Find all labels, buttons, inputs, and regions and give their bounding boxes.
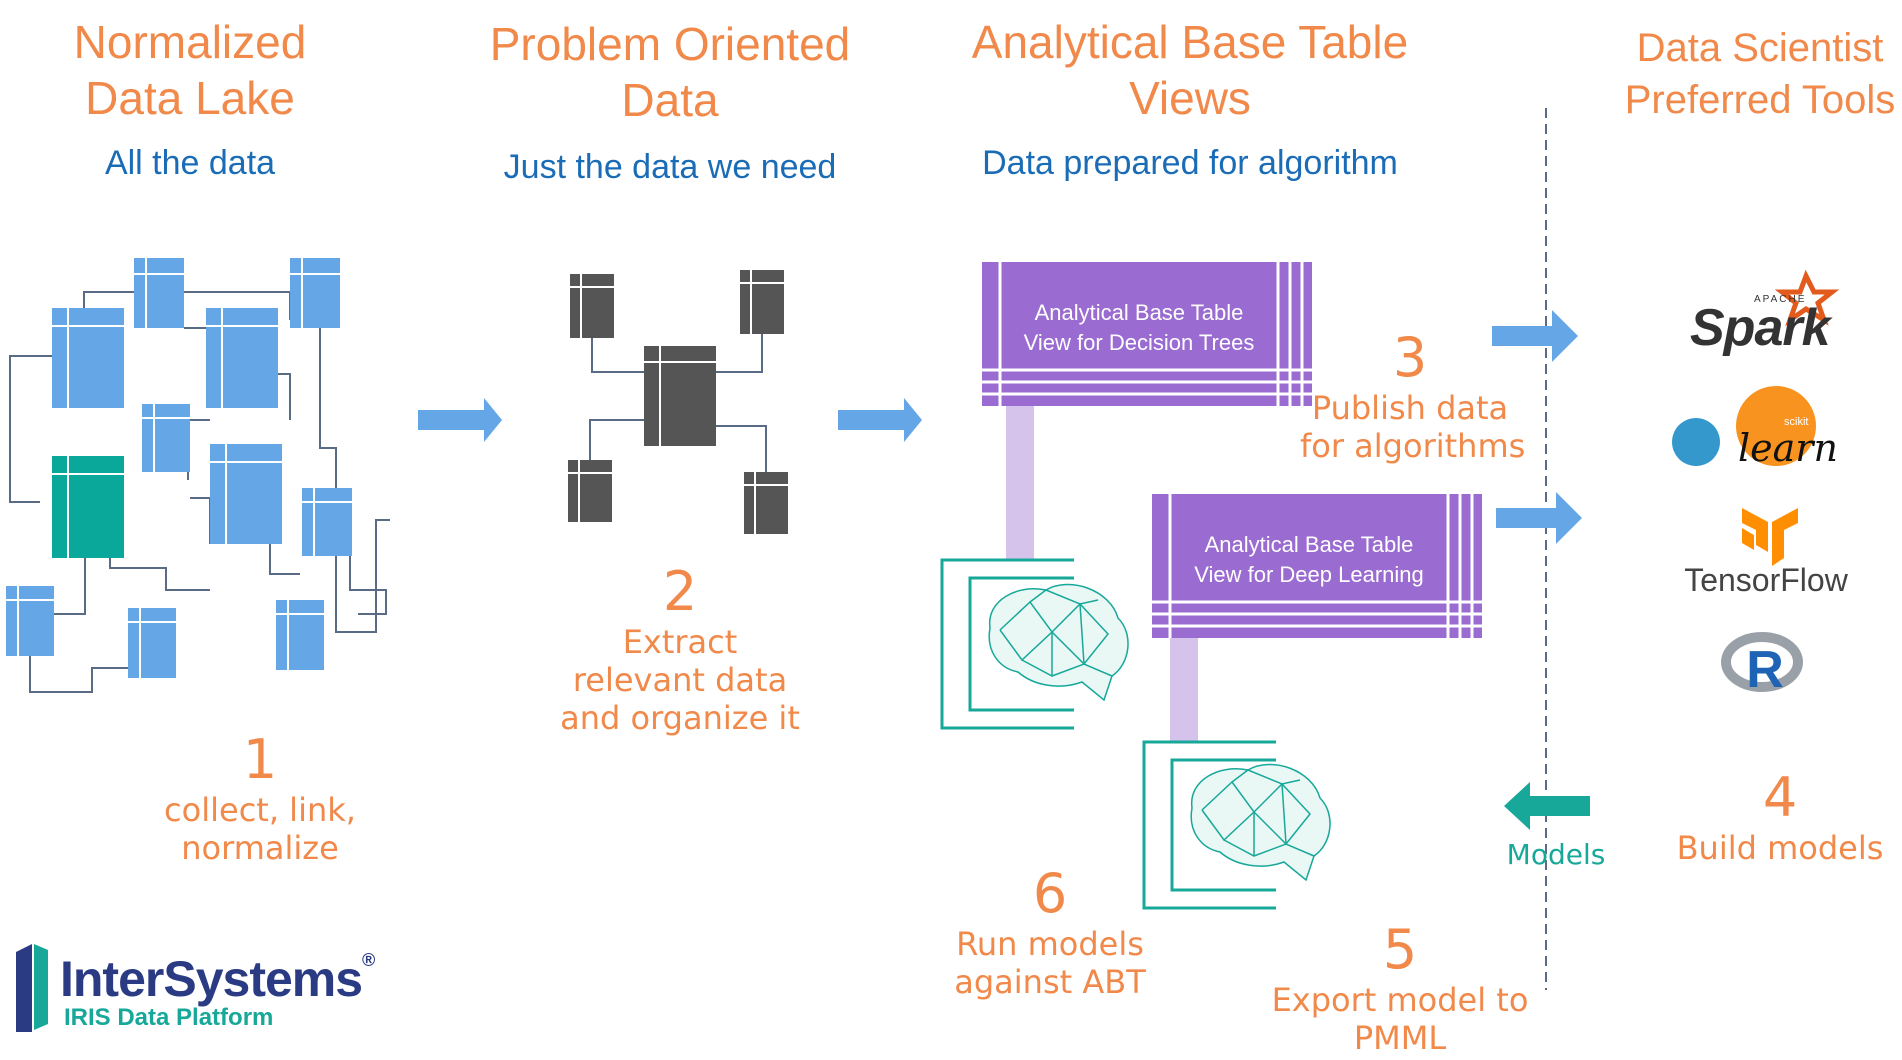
step-1-number: 1 xyxy=(242,728,278,791)
step-4-number: 4 xyxy=(1762,766,1798,829)
brand-name: InterSystems® xyxy=(60,950,375,1008)
col1-title-line1: Normalized xyxy=(73,16,307,68)
col3-title: Analytical Base Table Views xyxy=(960,14,1420,126)
dark-table-central xyxy=(644,346,716,446)
data-lake-tables xyxy=(6,258,352,678)
lake-table xyxy=(6,586,54,656)
model-box-1 xyxy=(940,558,1074,730)
abt-link-1 xyxy=(1006,406,1034,560)
arrow-right-4 xyxy=(1496,492,1582,544)
problem-data-tables xyxy=(568,270,788,534)
abt-view-1-line2: View for Decision Trees xyxy=(1023,330,1255,355)
lake-table xyxy=(206,308,278,408)
step-1-line1: collect, link, xyxy=(164,791,356,829)
step-3-number: 3 xyxy=(1392,326,1428,389)
lake-table xyxy=(290,258,340,328)
dark-table xyxy=(568,460,612,522)
step-3-line2: for algorithms xyxy=(1300,427,1526,465)
models-label: Models xyxy=(1506,838,1606,871)
arrow-right-1 xyxy=(418,398,502,442)
step-5: 5 Export model to PMML xyxy=(1270,918,1530,1057)
r-logo: R xyxy=(1746,641,1784,699)
step-1-line2: normalize xyxy=(181,829,339,867)
lake-table xyxy=(302,488,352,556)
r-logo-icon xyxy=(1721,632,1803,692)
col2-subtitle: Just the data we need xyxy=(503,148,837,186)
arrow-right-2 xyxy=(838,398,922,442)
step-6-line2: against ABT xyxy=(954,963,1146,1001)
dark-table xyxy=(570,274,614,338)
col3-title-line1: Analytical Base Table xyxy=(971,16,1409,68)
step-3-line1: Publish data xyxy=(1311,389,1509,427)
step-2-line3: and organize it xyxy=(560,699,800,737)
step-2: 2 Extract relevant data and organize it xyxy=(540,560,820,737)
step-5-number: 5 xyxy=(1382,918,1418,981)
brain-icon xyxy=(1190,763,1331,882)
arrow-left-models xyxy=(1504,782,1590,830)
lake-table xyxy=(134,258,184,328)
learn-logo-word: learn xyxy=(1738,426,1838,470)
dark-table xyxy=(744,472,788,534)
model-box-2 xyxy=(1142,740,1276,910)
lake-table-highlighted xyxy=(52,456,124,558)
abt-view-deep-learning-block xyxy=(1152,494,1482,638)
step-4: 4 Build models xyxy=(1660,766,1900,867)
spark-logo-small: APACHE xyxy=(1754,294,1807,305)
brand-registered: ® xyxy=(362,950,375,970)
step-2-line2: relevant data xyxy=(572,661,788,699)
arrow-right-3 xyxy=(1492,310,1578,362)
col1-title-line2: Data Lake xyxy=(85,72,295,124)
abt-view-decision-trees: Analytical Base Table View for Decision … xyxy=(1004,298,1274,358)
scikit-learn-logo: scikit learn xyxy=(1736,400,1846,470)
tensorflow-logo: TensorFlow xyxy=(1684,562,1848,598)
spark-logo-word: Spark xyxy=(1690,299,1831,357)
abt-view-1-line1: Analytical Base Table xyxy=(1034,300,1244,325)
step-6-line1: Run models xyxy=(956,925,1144,963)
col4-title-line2: Preferred Tools xyxy=(1624,78,1896,122)
col2-title-line2: Data xyxy=(621,74,719,126)
scikit-logo-small: scikit xyxy=(1784,416,1809,428)
abt-link-2 xyxy=(1170,638,1198,742)
abt-view-2-line1: Analytical Base Table xyxy=(1204,532,1414,557)
dark-table xyxy=(740,270,784,334)
col1-subtitle: All the data xyxy=(104,144,276,182)
lake-table xyxy=(210,444,282,544)
lake-table xyxy=(276,600,324,670)
lake-table xyxy=(142,404,190,472)
lake-table xyxy=(52,308,124,408)
step-5-line1: Export model to xyxy=(1271,981,1529,1019)
col3-subtitle: Data prepared for algorithm xyxy=(982,144,1398,182)
step-5-line2: PMML xyxy=(1353,1019,1447,1057)
brand-name-text: InterSystems xyxy=(60,951,363,1007)
intersystems-logo-icon xyxy=(16,944,48,1032)
scikit-learn-icon xyxy=(1672,386,1816,466)
col4-title-line1: Data Scientist xyxy=(1636,26,1884,70)
step-6: 6 Run models against ABT xyxy=(930,862,1170,1001)
col2-title: Problem Oriented Data xyxy=(480,16,860,128)
spark-logo: APACHE Spark xyxy=(1690,286,1850,357)
tensorflow-icon xyxy=(1742,508,1798,566)
brand-product: IRIS Data Platform xyxy=(64,1004,274,1031)
step-2-line1: Extract xyxy=(622,623,738,661)
step-2-number: 2 xyxy=(662,560,698,623)
problem-data-connectors xyxy=(589,334,767,472)
col4-title: Data Scientist Preferred Tools xyxy=(1620,22,1900,126)
col2-title-line1: Problem Oriented xyxy=(489,18,851,70)
step-3: 3 Publish data for algorithms xyxy=(1300,326,1526,465)
col3-title-line2: Views xyxy=(1129,72,1251,124)
col1-title: Normalized Data Lake xyxy=(30,14,350,126)
step-4-line1: Build models xyxy=(1676,829,1884,867)
step-1: 1 collect, link, normalize xyxy=(130,728,390,867)
abt-view-2-line2: View for Deep Learning xyxy=(1194,562,1424,587)
brain-icon xyxy=(988,583,1129,702)
spark-star-icon xyxy=(1774,269,1840,327)
abt-view-decision-trees-block xyxy=(982,262,1312,406)
abt-view-deep-learning: Analytical Base Table View for Deep Lear… xyxy=(1174,530,1444,590)
step-6-number: 6 xyxy=(1032,862,1068,925)
lake-table xyxy=(128,608,176,678)
